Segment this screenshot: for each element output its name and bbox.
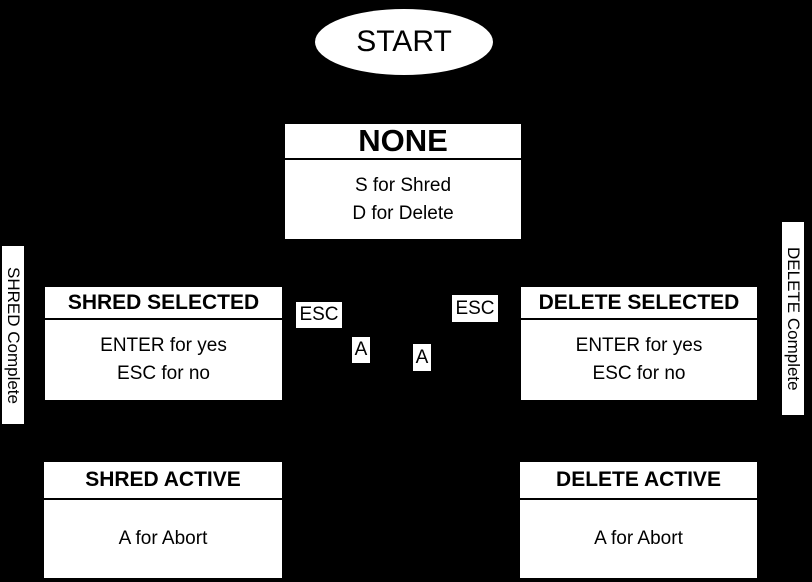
state-body-line: A for Abort: [594, 528, 683, 549]
edge-label-esc-left: ESC: [296, 302, 342, 328]
state-node-shred-selected: SHRED SELECTED ENTER for yes ESC for no: [45, 287, 282, 400]
state-title: SHRED SELECTED: [45, 287, 282, 320]
state-body: ENTER for yes ESC for no: [45, 320, 282, 400]
start-node: START: [315, 9, 493, 75]
state-node-delete-active: DELETE ACTIVE A for Abort: [520, 462, 757, 578]
edge-label-shred-complete: SHRED Complete: [2, 246, 24, 424]
edge-label-delete-complete: DELETE Complete: [782, 222, 804, 415]
state-body-line: ESC for no: [117, 363, 210, 384]
edge-label-a-right: A: [413, 344, 431, 371]
state-body-line: D for Delete: [352, 202, 454, 224]
state-body: ENTER for yes ESC for no: [521, 320, 757, 400]
state-body: S for Shred D for Delete: [285, 160, 521, 239]
state-body-line: ENTER for yes: [575, 335, 703, 356]
edge-label-esc-right: ESC: [452, 295, 498, 322]
start-node-label: START: [356, 25, 452, 58]
state-body-line: A for Abort: [118, 528, 208, 549]
state-body: A for Abort: [520, 500, 757, 578]
state-body-line: S for Shred: [354, 174, 452, 196]
state-body-line: ENTER for yes: [100, 335, 227, 356]
state-title: DELETE SELECTED: [521, 287, 757, 320]
state-body-line: ESC for no: [592, 363, 686, 384]
state-title: SHRED ACTIVE: [44, 462, 282, 500]
edge-label-a-left: A: [352, 337, 370, 363]
state-node-delete-selected: DELETE SELECTED ENTER for yes ESC for no: [521, 287, 757, 400]
state-title: NONE: [285, 123, 521, 160]
state-title: DELETE ACTIVE: [520, 462, 757, 500]
state-body: A for Abort: [44, 500, 282, 578]
state-node-shred-active: SHRED ACTIVE A for Abort: [44, 462, 282, 578]
state-node-none: NONE S for Shred D for Delete: [285, 123, 521, 239]
